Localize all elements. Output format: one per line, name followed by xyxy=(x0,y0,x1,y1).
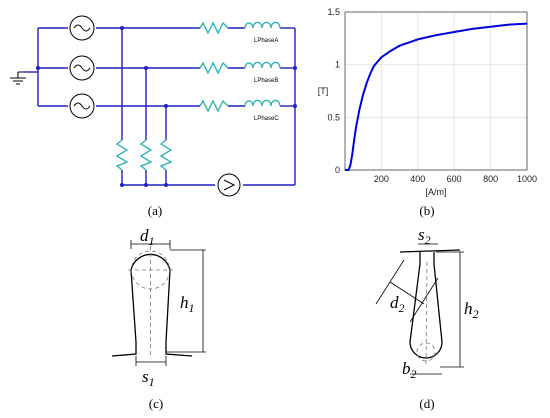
label-b2-sub: 2 xyxy=(411,367,417,381)
label-d1-sub: 1 xyxy=(149,234,155,248)
label-h1-sub: 1 xyxy=(189,301,195,315)
x-tick-label: 800 xyxy=(483,174,498,184)
svg-text:s2: s2 xyxy=(418,225,431,247)
x-axis-label: [A/m] xyxy=(425,187,446,197)
slot-d-outline xyxy=(399,249,461,359)
slot-d-svg: s2 d2 h2 b2 xyxy=(375,225,479,381)
slot-c-dimensions xyxy=(130,240,206,366)
ground-icon xyxy=(10,71,26,85)
circuit-wires xyxy=(24,27,296,186)
ac-source-icons xyxy=(69,15,95,119)
x-tick-label: 400 xyxy=(410,174,425,184)
x-tick-label: 600 xyxy=(447,174,462,184)
phase-label-b: LPhaseB xyxy=(254,78,278,84)
svg-text:b2: b2 xyxy=(402,359,417,381)
y-tick-label: 1.5 xyxy=(327,7,340,17)
svg-text:d2: d2 xyxy=(390,293,405,315)
label-h2-sub: 2 xyxy=(473,307,479,321)
inductor-icons xyxy=(244,21,281,107)
label-h1: h xyxy=(180,293,189,312)
label-d2-sub: 2 xyxy=(399,301,405,315)
bh-chart: 200 400 600 800 1000 0 0.5 1 1.5 [A/m] [T] xyxy=(305,0,550,200)
svg-text:h2: h2 xyxy=(464,299,479,321)
svg-text:s1: s1 xyxy=(142,367,155,389)
controlled-source-icon xyxy=(217,173,241,197)
phase-label-c: LPhaseC xyxy=(254,116,279,122)
label-d1: d xyxy=(140,226,149,245)
label-s2: s xyxy=(418,225,425,244)
slot-c-construction xyxy=(128,246,173,357)
slot-c-svg: d1 h1 s1 xyxy=(111,226,206,389)
resistor-icons xyxy=(115,21,229,171)
slot-c-diagram: d1 h1 s1 xyxy=(100,222,230,392)
caption-d: (d) xyxy=(419,396,435,411)
label-s1-sub: 1 xyxy=(149,375,155,389)
y-axis-label: [T] xyxy=(318,86,329,96)
label-h2: h xyxy=(464,299,473,318)
label-b2: b xyxy=(402,359,411,378)
y-tick-label: 0 xyxy=(335,165,340,175)
label-d2: d xyxy=(390,293,399,312)
phase-label-a: LPhaseA xyxy=(254,38,278,44)
circuit-diagram: LPhaseA LPhaseB LPhaseC xyxy=(0,0,300,200)
x-tick-label: 200 xyxy=(374,174,389,184)
caption-c: (c) xyxy=(148,396,164,411)
slot-d-construction xyxy=(416,261,436,368)
x-tick-label: 1000 xyxy=(517,174,537,184)
series-line-0 xyxy=(345,22,528,171)
label-s2-sub: 2 xyxy=(425,233,431,247)
chart-svg: 200 400 600 800 1000 0 0.5 1 1.5 [A/m] [T] xyxy=(318,7,537,197)
plot-frame xyxy=(344,11,528,171)
svg-text:h1: h1 xyxy=(180,293,195,315)
y-tick-label: 0.5 xyxy=(327,112,340,122)
caption-b: (b) xyxy=(419,203,435,218)
circuit-svg: LPhaseA LPhaseB LPhaseC xyxy=(10,15,297,197)
label-s1: s xyxy=(142,367,149,386)
slot-d-diagram: s2 d2 h2 b2 xyxy=(360,222,500,392)
caption-a: (a) xyxy=(147,203,163,218)
y-tick-label: 1 xyxy=(335,60,340,70)
slot-d-dimensions xyxy=(375,243,464,375)
svg-text:d1: d1 xyxy=(140,226,155,248)
circuit-nodes xyxy=(36,26,297,187)
